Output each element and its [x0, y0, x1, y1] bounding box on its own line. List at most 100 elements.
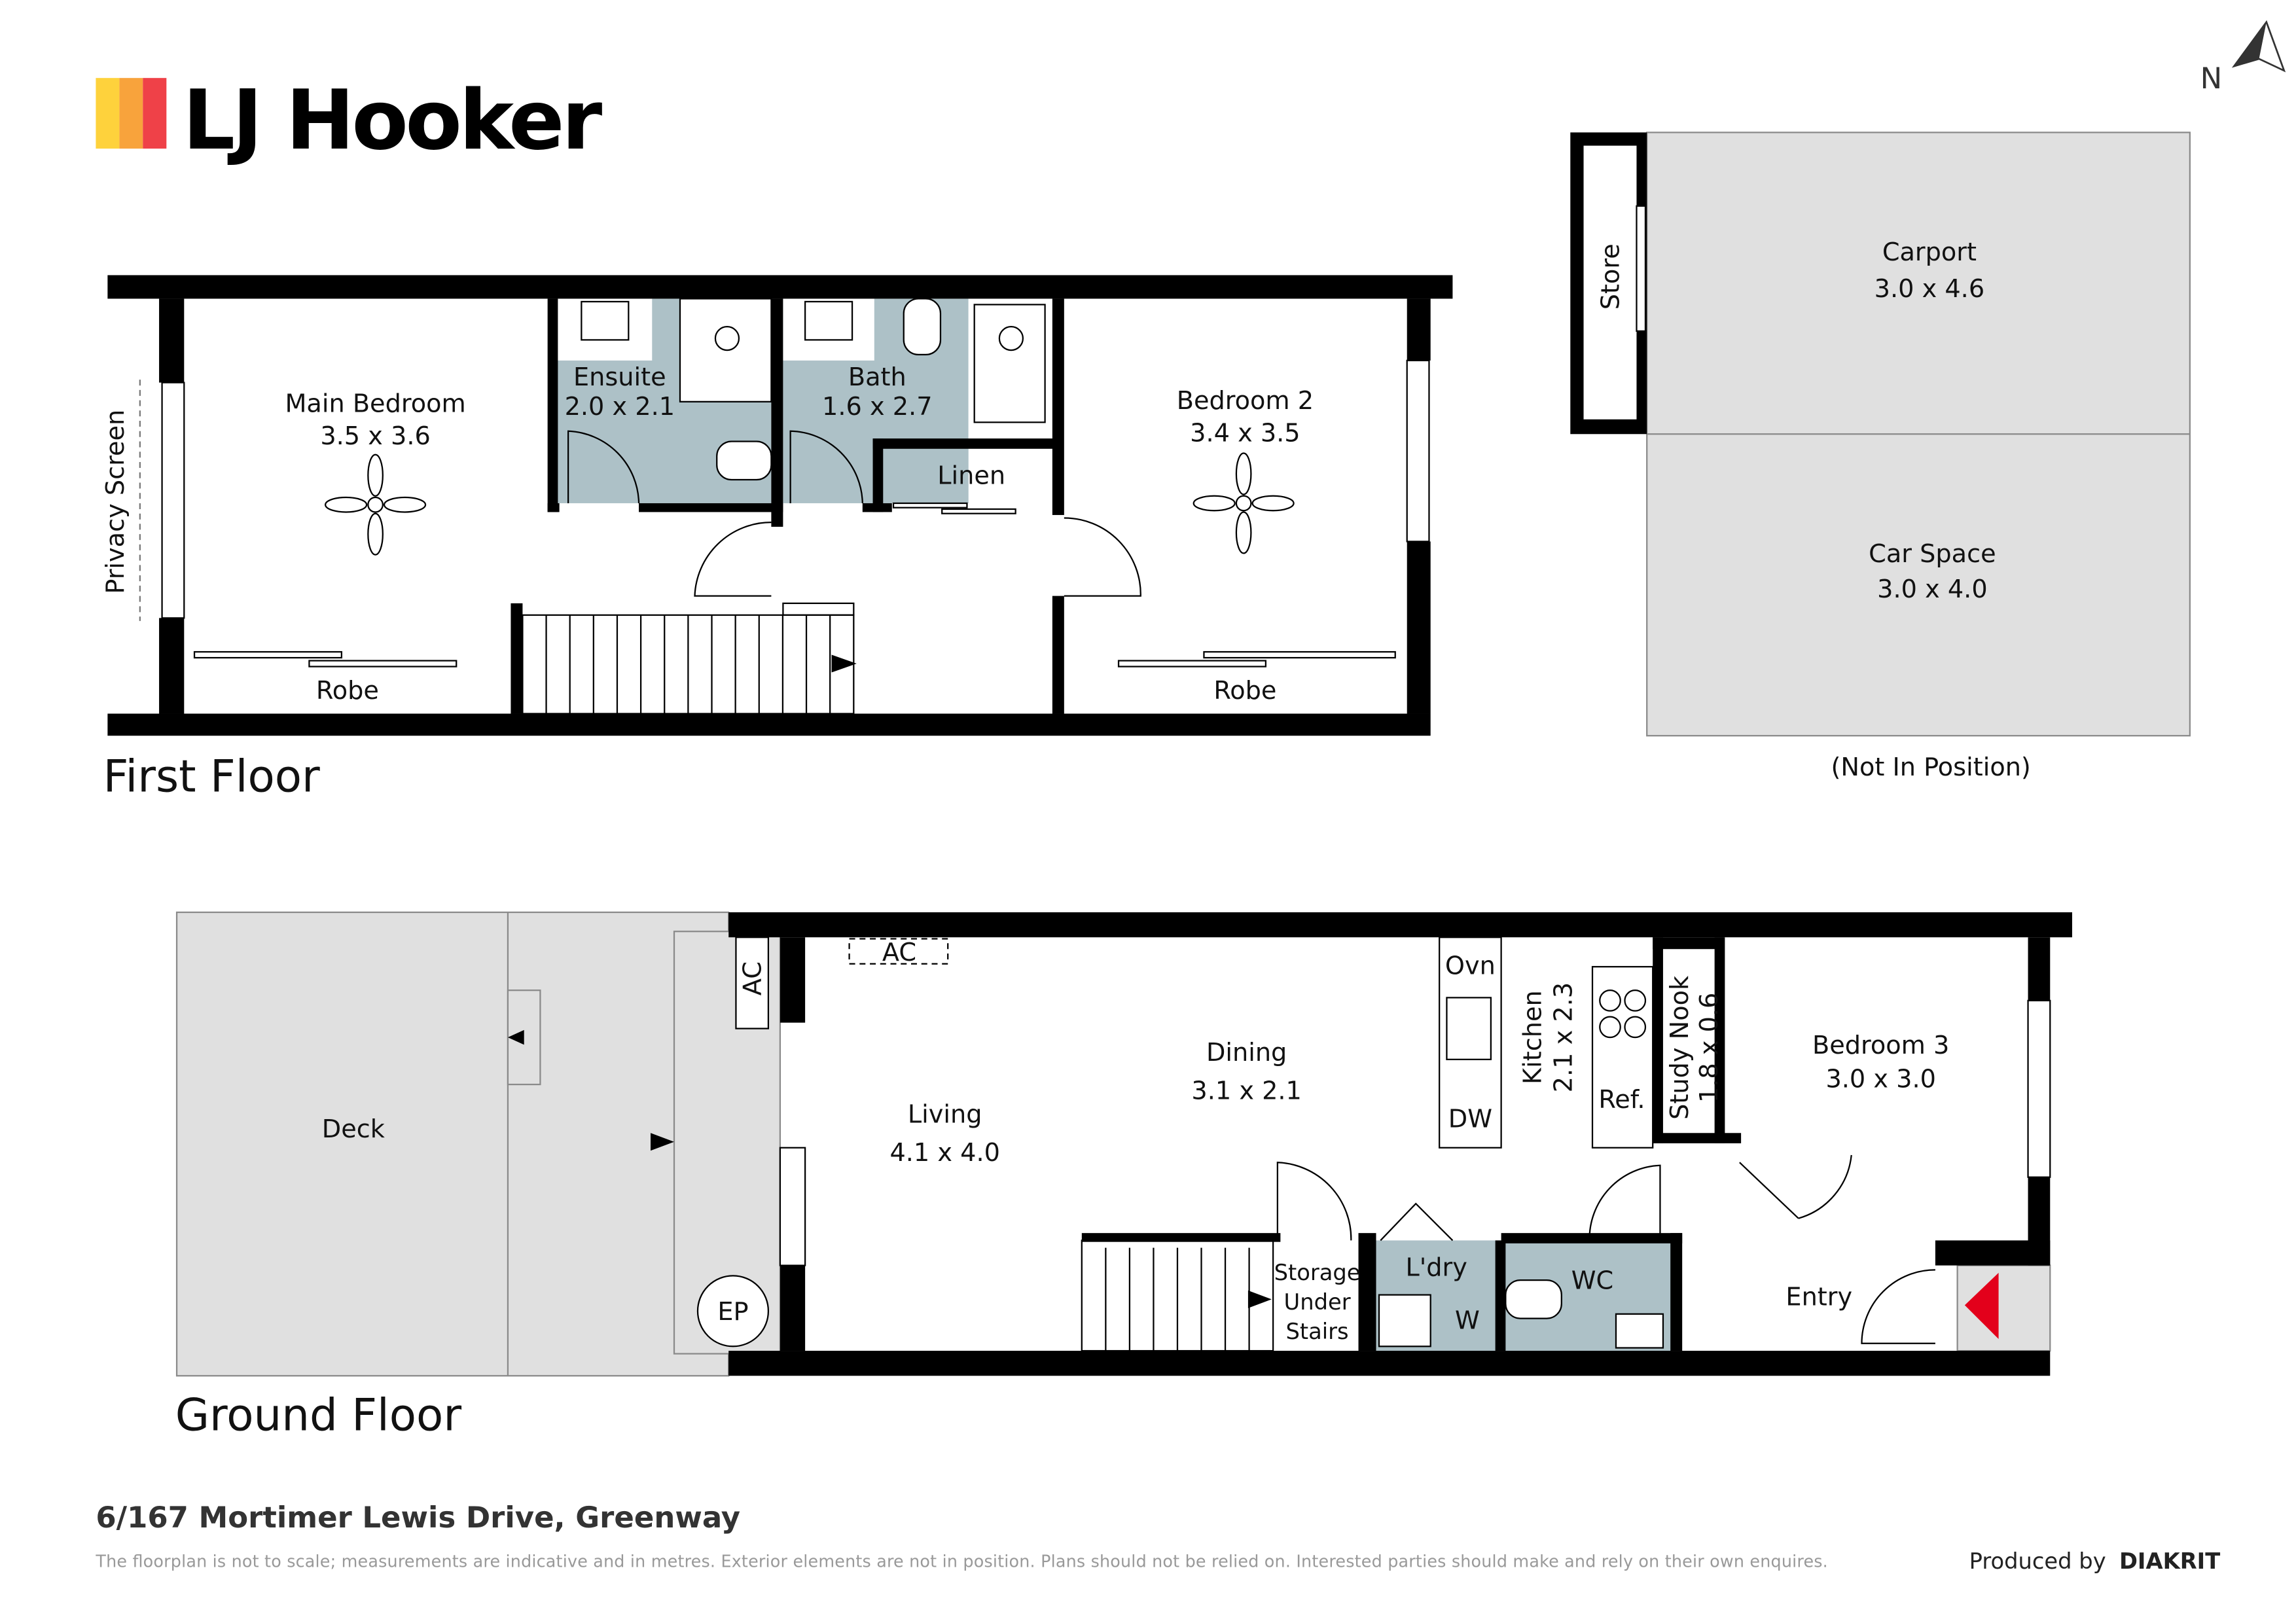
room-name: Bedroom 2 [1177, 387, 1314, 416]
ground-floor-title: Ground Floor [175, 1389, 462, 1440]
wall [1081, 1233, 1281, 1242]
room-size: 3.0 x 4.6 [1874, 275, 1984, 304]
privacy-screen-label: Privacy Screen [101, 410, 130, 594]
wall [2028, 937, 2051, 1001]
wall [511, 603, 523, 714]
sliding-door-icon [193, 651, 342, 659]
door-swing-icon [1064, 517, 1141, 597]
wall [1052, 596, 1064, 714]
room-name: Entry [1785, 1283, 1852, 1311]
deck-label: Deck [322, 1115, 386, 1144]
storage-label: Under [1284, 1289, 1351, 1315]
basin-icon [1615, 1313, 1664, 1349]
producer-logo: DIAKRIT [2119, 1548, 2220, 1574]
wall [1653, 937, 1724, 950]
bath-drain [998, 326, 1024, 351]
window-icon [161, 382, 185, 619]
logo-stripe-red [143, 78, 167, 149]
sliding-door-icon [941, 508, 1016, 514]
sink-icon [1446, 997, 1492, 1060]
room-size: 1.8 x 0.6 [1695, 993, 1724, 1103]
wall [159, 298, 185, 383]
parking-plan: Store Carport 3.0 x 4.6 Car Space 3.0 x … [1570, 132, 2191, 782]
room-name: L'dry [1405, 1253, 1467, 1282]
storage-label: Stairs [1286, 1319, 1349, 1344]
first-floor-plan: Privacy Screen Main Bedroom 3.5 x 3.6 En… [101, 275, 1453, 802]
wall [1670, 1233, 1683, 1351]
cooktop-bench [1591, 966, 1654, 1149]
room-name: Carport [1882, 238, 1977, 267]
store-floor [1583, 145, 1637, 419]
logo-stripe-yellow [96, 78, 120, 149]
door-swing-icon [1588, 1164, 1661, 1241]
first-floor-title: First Floor [103, 751, 320, 802]
toilet-icon [1505, 1279, 1562, 1319]
laundry-tub-icon [1378, 1294, 1431, 1347]
room-name: Bedroom 3 [1812, 1031, 1949, 1060]
washer-label: W [1455, 1306, 1480, 1335]
ac-unit-icon [735, 936, 770, 1029]
room-size: 4.1 x 4.0 [889, 1139, 999, 1168]
wall [639, 503, 783, 512]
room-name: Study Nook [1666, 975, 1695, 1120]
door-swing-icon [1739, 1154, 1852, 1219]
entry-marker-icon [1964, 1272, 1999, 1340]
wall [1407, 541, 1431, 714]
door-swing-icon [789, 430, 863, 503]
ep-label: EP [717, 1298, 748, 1327]
wall [780, 1265, 806, 1351]
cooktop-icon [1599, 990, 1647, 1039]
wall [728, 1351, 2051, 1376]
wall [872, 438, 884, 512]
room-name: Bath [848, 363, 906, 392]
window-icon [2027, 999, 2051, 1178]
wall [107, 713, 1431, 736]
door-swing-icon [1861, 1269, 1935, 1344]
door-swing-icon [1380, 1202, 1454, 1241]
dishwasher-label: DW [1448, 1105, 1492, 1133]
wall [780, 937, 806, 1023]
oven-label: Ovn [1445, 952, 1496, 980]
logo-wordmark: LJ Hooker [183, 72, 602, 168]
store-label: Store [1596, 243, 1625, 310]
ceiling-fan-icon [325, 454, 427, 556]
room-name: Ensuite [573, 363, 666, 392]
north-compass: N [2200, 20, 2286, 96]
wall [1495, 1240, 1506, 1351]
wall [547, 298, 558, 512]
wall [1653, 1133, 1742, 1144]
wall [1501, 1233, 1683, 1243]
room-size: 3.5 x 3.6 [320, 422, 430, 451]
room-name: Kitchen [1518, 990, 1547, 1084]
wall [1714, 937, 1725, 1144]
room-size: 3.0 x 4.0 [1877, 575, 1987, 604]
wall [159, 618, 185, 714]
robe-label: Robe [1213, 677, 1276, 705]
window-icon [779, 1147, 806, 1266]
wall [1358, 1233, 1376, 1351]
property-address: 6/167 Mortimer Lewis Drive, Greenway [96, 1500, 740, 1535]
door-swing-icon [567, 430, 640, 503]
room-name: WC [1571, 1267, 1613, 1296]
room-name: Living [908, 1101, 982, 1130]
ac-label: AC [739, 961, 768, 995]
north-label: N [2200, 61, 2223, 96]
door-swing-icon [694, 522, 772, 597]
basin-icon [804, 300, 853, 341]
room-size: 3.1 x 2.1 [1191, 1077, 1301, 1106]
wall [872, 438, 1063, 449]
stair-direction-arrow-icon [1247, 1290, 1272, 1308]
toilet-icon [903, 298, 942, 355]
room-size: 3.0 x 3.0 [1825, 1065, 1935, 1094]
basin-icon [581, 300, 630, 341]
door-icon [1636, 205, 1647, 332]
staircase [522, 602, 855, 715]
wall [1935, 1240, 2051, 1266]
room-size: 2.0 x 2.1 [565, 393, 675, 421]
room-name: Main Bedroom [285, 390, 465, 419]
ac-label: AC [882, 938, 916, 967]
fridge-label: Ref. [1598, 1086, 1645, 1115]
wall [1407, 298, 1431, 361]
deck-area [175, 911, 730, 1377]
